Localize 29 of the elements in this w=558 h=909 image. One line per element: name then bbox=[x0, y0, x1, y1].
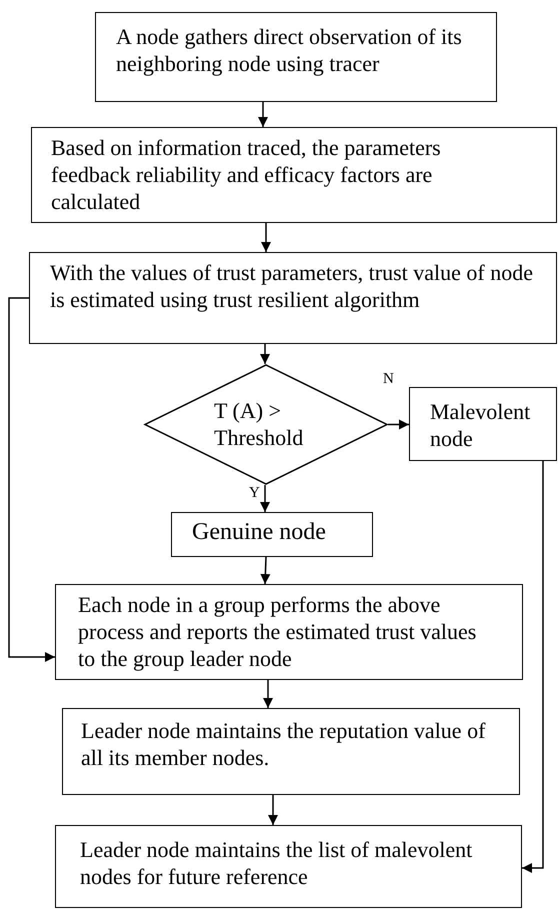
node-text: Each node in a group performs the above process and reports the estimated trust values to the group leader node bbox=[78, 591, 478, 672]
arrow bbox=[260, 556, 270, 584]
node-text: Based on information traced, the parameters feedback reliability and efficacy factors are calculated bbox=[51, 134, 442, 215]
process-box bbox=[409, 387, 557, 461]
arrow bbox=[263, 680, 273, 708]
node-text: Genuine node bbox=[192, 519, 327, 546]
process-box bbox=[95, 12, 497, 102]
process-box bbox=[55, 584, 523, 680]
process-box bbox=[29, 252, 557, 344]
arrow bbox=[268, 795, 278, 825]
arrow bbox=[260, 344, 270, 364]
node-text: With the values of trust parameters, trust value of node is estimated using trust resilient algorithm bbox=[50, 259, 534, 313]
process-box bbox=[31, 127, 557, 223]
process-box bbox=[171, 512, 373, 557]
edge-label: Y bbox=[248, 486, 261, 500]
arrow bbox=[8, 297, 55, 662]
edge-label: N bbox=[382, 372, 395, 386]
node-text: Leader node maintains the list of malevolent nodes for future reference bbox=[80, 836, 474, 890]
node-text: Leader node maintains the reputation value of all its member nodes. bbox=[81, 717, 486, 771]
arrow bbox=[261, 223, 271, 252]
node-text: Malevolent node bbox=[430, 398, 532, 452]
arrow bbox=[260, 485, 270, 512]
arrow bbox=[388, 420, 409, 430]
arrow bbox=[258, 102, 268, 127]
process-box bbox=[62, 708, 520, 795]
arrow bbox=[522, 461, 544, 873]
node-text: A node gathers direct observation of its neighboring node using tracer bbox=[116, 23, 463, 77]
process-box bbox=[55, 825, 522, 908]
node-text: T (A) > Threshold bbox=[214, 397, 304, 451]
